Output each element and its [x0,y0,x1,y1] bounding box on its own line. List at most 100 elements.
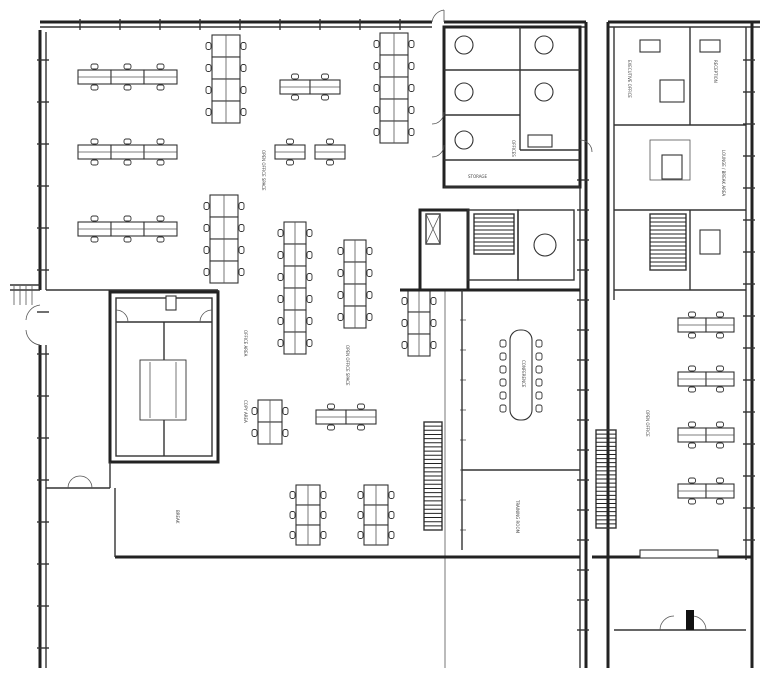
chair [277,251,284,259]
chair [306,273,313,281]
desk-bench [277,221,313,355]
stair-run [473,213,515,255]
desk-bench [203,194,245,284]
desk-bench [205,34,247,124]
chair [238,246,245,254]
chair [90,84,99,91]
chair [291,73,299,80]
chair [238,268,245,276]
chair [366,291,373,299]
chair [357,531,364,539]
stair-run [649,213,687,271]
chair [408,106,415,114]
chair [366,313,373,321]
chair [277,295,284,303]
chair [123,84,132,91]
round-table [534,82,554,102]
chair [716,498,724,505]
desk-bench [677,421,735,449]
stair-core [400,208,580,550]
chair [306,251,313,259]
chair [306,339,313,347]
chair [90,236,99,243]
chair [326,138,334,145]
chair [156,215,165,222]
chair [277,229,284,237]
chair [716,386,724,393]
conference-chairs [499,339,543,413]
chair [289,491,296,499]
window-ticks [37,19,755,649]
chair [123,63,132,70]
chair [499,404,507,413]
east-building-rooms [613,27,746,631]
chair [123,138,132,145]
chair [251,407,258,415]
room-labels: OPEN OFFICE SPACE OPEN OFFICE SPACE COPY… [175,60,726,534]
chair [156,159,165,166]
chair [90,63,99,70]
chair [688,477,696,484]
lounge-seating [649,139,691,181]
label-open-office-mid: OPEN OFFICE SPACE [345,345,350,386]
chair [688,332,696,339]
chair [240,64,247,72]
chair [277,273,284,281]
round-table [454,82,474,102]
chair [337,247,344,255]
chair [535,365,543,374]
chair [203,224,210,232]
chair [337,269,344,277]
chair [238,202,245,210]
chair [535,391,543,400]
chair [499,378,507,387]
chair [535,352,543,361]
chair [306,295,313,303]
round-table [534,35,554,55]
chair [373,84,380,92]
chair [156,84,165,91]
desk-bench [401,289,437,357]
west-entry-door [10,284,41,346]
office-furniture [454,35,691,257]
label-conference: CONFERENCE [521,360,526,388]
chair [123,215,132,222]
chair [366,247,373,255]
chair [408,40,415,48]
chair [535,378,543,387]
stair-run [595,429,617,529]
chair [499,391,507,400]
chair [205,64,212,72]
chair [373,62,380,70]
chair [156,236,165,243]
chair [205,86,212,94]
chair [320,531,327,539]
chair [277,317,284,325]
chair [306,317,313,325]
chair [688,498,696,505]
label-executive: EXECUTIVE OFFICE [627,60,632,98]
chair [320,491,327,499]
chair [123,159,132,166]
chair [320,511,327,519]
label-lounge: LOUNGE / BREAK AREA [721,150,726,196]
chair [286,159,294,166]
round-table [533,233,557,257]
chair [499,365,507,374]
stairs [423,213,687,531]
desk-bench [77,138,178,166]
chair [327,424,335,431]
conference-table [509,329,533,421]
chair [123,236,132,243]
desk-bench [77,63,178,91]
desk-bench [677,477,735,505]
chair [327,403,335,410]
chair [688,311,696,318]
chair [688,442,696,449]
workstation-clusters [77,32,735,546]
round-table [454,130,474,150]
desk-bench [251,399,289,445]
round-table [454,35,474,55]
chair [688,365,696,372]
chair [373,106,380,114]
